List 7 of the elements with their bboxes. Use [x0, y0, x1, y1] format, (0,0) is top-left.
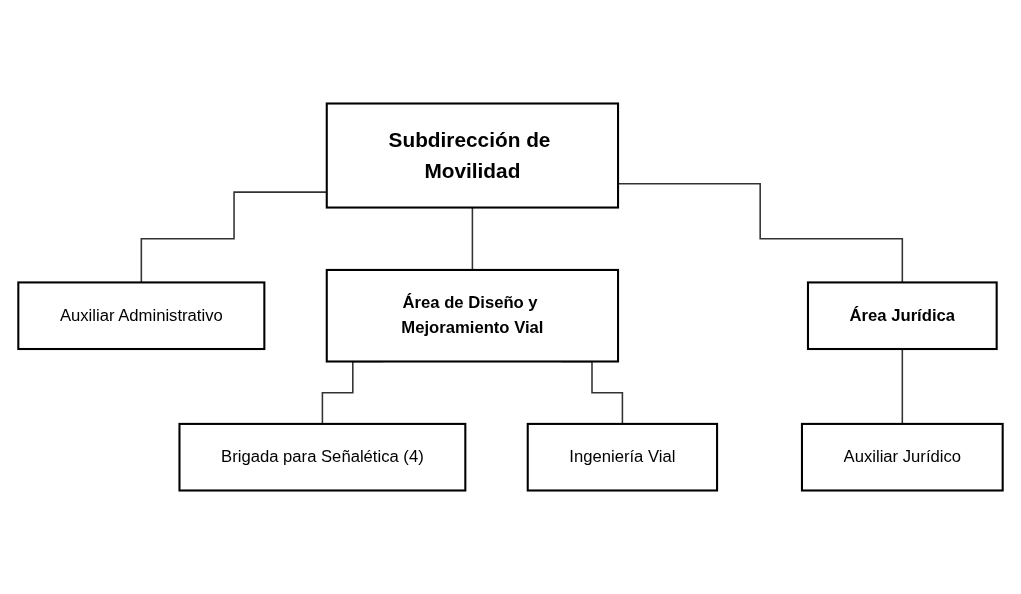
- node-box: Área Jurídica: [806, 281, 998, 351]
- node-box: Área de Diseño y Mejoramiento Vial: [325, 268, 620, 363]
- node-box: Subdirección de Movilidad: [325, 102, 620, 209]
- node-box: Auxiliar Administrativo: [17, 281, 266, 351]
- node-box: Ingeniería Vial: [526, 422, 719, 492]
- node-box: Brigada para Señalética (4): [178, 422, 467, 492]
- node-box: Auxiliar Jurídico: [800, 422, 1004, 492]
